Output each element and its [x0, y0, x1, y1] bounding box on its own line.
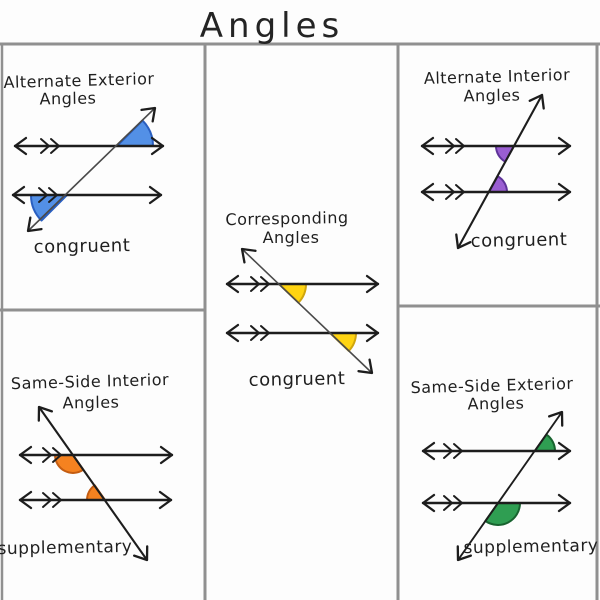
panel-same-side-exterior-relation: supplementary: [463, 535, 599, 559]
grid-lines: [0, 42, 600, 600]
diagram-same-side-exterior: [421, 410, 572, 562]
diagram-corresponding: [225, 247, 380, 375]
transversal-line: [240, 247, 374, 375]
panel-alternate-interior-relation: congruent: [470, 229, 568, 252]
panel-same-side-interior-relation: supplementary: [0, 536, 133, 560]
panel-same-side-interior-title-line2: Angles: [62, 392, 120, 413]
panel-alternate-interior-title-line1: Alternate Interior: [423, 65, 571, 88]
panel-alternate-exterior-title-line2: Angles: [39, 88, 97, 109]
panel-alternate-interior-title-line2: Angles: [463, 85, 521, 106]
diagram-alternate-exterior: [11, 106, 165, 233]
panel-corresponding-title-line1: Corresponding: [225, 207, 349, 230]
diagram-alternate-interior: [420, 93, 572, 250]
transversal-line: [455, 93, 545, 250]
angle-wedge-bottom: [488, 175, 508, 193]
transversal-line: [456, 410, 564, 562]
panel-same-side-exterior-title-line2: Angles: [467, 393, 525, 414]
diagram-same-side-interior: [18, 405, 174, 562]
angle-wedge-top: [495, 145, 515, 163]
angle-wedge-top: [116, 119, 155, 147]
panel-corresponding-relation: congruent: [248, 368, 346, 391]
transversal-line: [37, 405, 149, 562]
panel-corresponding-title-line2: Angles: [262, 228, 320, 247]
angle-wedge-top: [278, 283, 307, 304]
transversal-line: [26, 106, 157, 233]
panel-alternate-exterior-relation: congruent: [33, 235, 131, 258]
page-title: Angles: [199, 6, 345, 46]
